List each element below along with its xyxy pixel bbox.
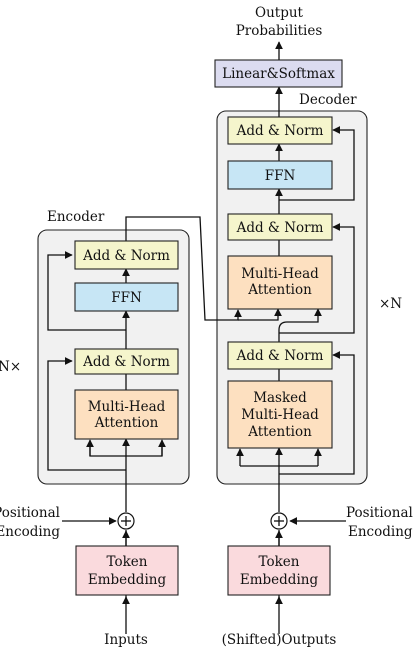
svg-text:Add & Norm: Add & Norm bbox=[82, 248, 170, 264]
output-label-line2: Probabilities bbox=[236, 23, 323, 39]
svg-text:Add & Norm: Add & Norm bbox=[236, 220, 324, 236]
pos-enc-left-line2: Encoding bbox=[0, 524, 60, 540]
encoder-label: Encoder bbox=[47, 209, 105, 225]
shifted-outputs-label: (Shifted)Outputs bbox=[222, 632, 337, 647]
svg-text:Embedding: Embedding bbox=[240, 572, 319, 588]
decoder-add-norm-top: Add & Norm bbox=[227, 116, 333, 145]
svg-text:Token: Token bbox=[259, 554, 300, 570]
decoder-add-norm-bottom: Add & Norm bbox=[227, 341, 333, 370]
decoder-token-embedding: Token Embedding bbox=[227, 545, 331, 596]
decoder-ffn: FFN bbox=[227, 160, 333, 190]
encoder-add-norm-bottom: Add & Norm bbox=[74, 348, 179, 375]
decoder-sum-node bbox=[270, 512, 288, 530]
decoder-masked-attention: Masked Multi-Head Attention bbox=[227, 380, 333, 449]
svg-text:Add & Norm: Add & Norm bbox=[236, 123, 324, 139]
decoder-multi-head-attention: Multi-Head Attention bbox=[227, 255, 333, 310]
linear-softmax-label: Linear&Softmax bbox=[222, 66, 335, 82]
svg-text:Attention: Attention bbox=[247, 424, 312, 440]
svg-text:Attention: Attention bbox=[247, 282, 312, 298]
n-times-right: ×N bbox=[379, 296, 402, 312]
svg-text:FFN: FFN bbox=[265, 168, 296, 184]
n-times-left: N× bbox=[0, 359, 21, 375]
output-label-line1: Output bbox=[255, 5, 304, 21]
svg-text:Embedding: Embedding bbox=[88, 572, 167, 588]
svg-text:Token: Token bbox=[107, 554, 148, 570]
pos-enc-right-line2: Encoding bbox=[348, 524, 413, 540]
decoder-label: Decoder bbox=[299, 92, 357, 108]
encoder-ffn: FFN bbox=[74, 282, 179, 312]
inputs-label: Inputs bbox=[104, 632, 148, 647]
svg-text:Multi-Head: Multi-Head bbox=[241, 407, 319, 423]
decoder-add-norm-mid: Add & Norm bbox=[227, 213, 333, 241]
svg-text:Multi-Head: Multi-Head bbox=[241, 266, 319, 282]
encoder-add-norm-top: Add & Norm bbox=[74, 240, 179, 270]
svg-text:Add & Norm: Add & Norm bbox=[82, 354, 170, 370]
encoder-multi-head-attention: Multi-Head Attention bbox=[74, 389, 179, 440]
svg-text:Add & Norm: Add & Norm bbox=[236, 348, 324, 364]
svg-text:Masked: Masked bbox=[253, 390, 307, 406]
encoder-token-embedding: Token Embedding bbox=[75, 545, 179, 596]
encoder-sum-node bbox=[117, 512, 135, 530]
pos-enc-right-line1: Positional bbox=[346, 505, 413, 521]
linear-softmax-block: Linear&Softmax bbox=[214, 59, 343, 88]
svg-text:Multi-Head: Multi-Head bbox=[88, 399, 166, 415]
connections bbox=[47, 41, 355, 602]
svg-text:FFN: FFN bbox=[111, 290, 142, 306]
pos-enc-left-line1: Positional bbox=[0, 505, 60, 521]
svg-text:Attention: Attention bbox=[94, 415, 159, 431]
